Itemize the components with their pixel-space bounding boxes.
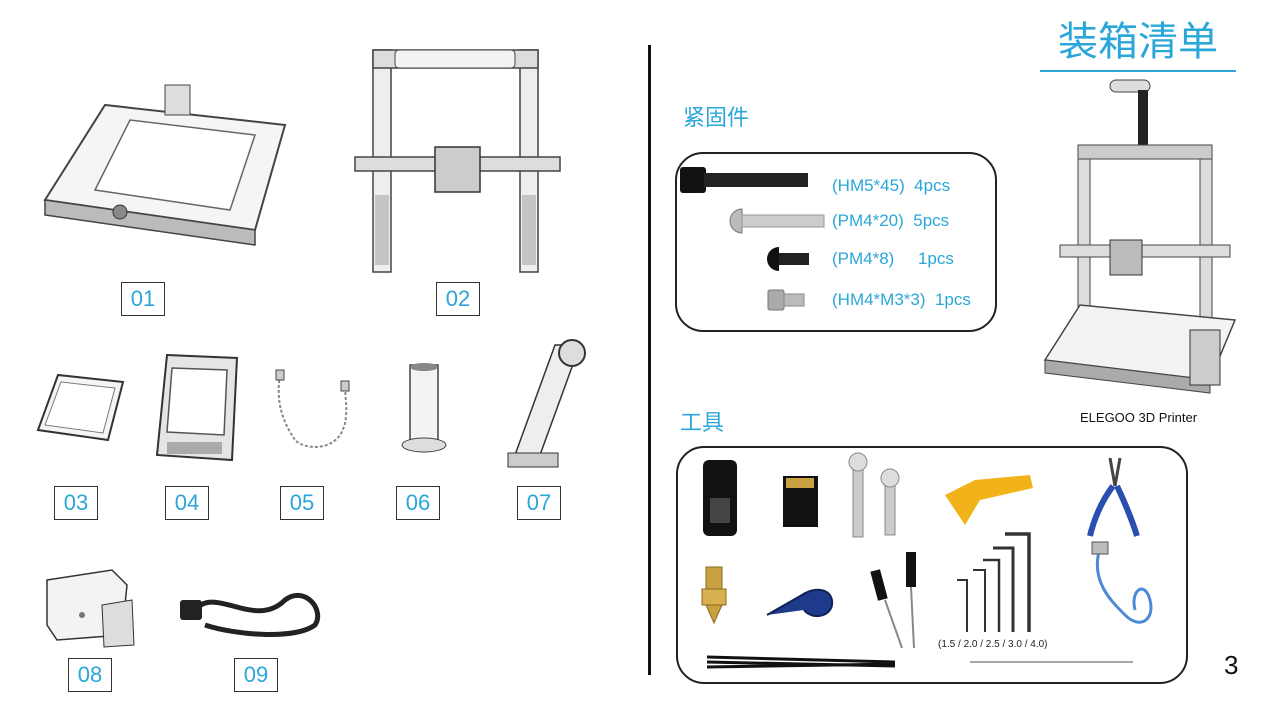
needle-icon xyxy=(970,661,1133,663)
tools-heading: 工具 xyxy=(680,411,725,436)
spool-holder-tube-illustration xyxy=(401,363,447,453)
printer-illustration xyxy=(1043,79,1237,394)
screw-hm4m3x3-icon xyxy=(767,289,805,311)
power-cord-illustration xyxy=(180,592,321,637)
part-number-03: 03 xyxy=(54,486,98,520)
printer-label: ELEGOO 3D Printer xyxy=(1080,410,1198,425)
fastener-label-pm4x20: (PM4*20) 5pcs xyxy=(832,211,950,230)
touch-screen-illustration xyxy=(155,353,239,462)
fastener-label-hm5x45: (HM5*45) 4pcs xyxy=(832,176,951,195)
screwdriver-icon xyxy=(870,552,916,649)
tools-panel xyxy=(676,446,1188,684)
scraper-icon xyxy=(945,475,1033,525)
title-underline xyxy=(1040,70,1236,72)
spool-bracket-illustration xyxy=(507,339,586,468)
coiled-cable-illustration xyxy=(275,369,350,448)
screw-pm4x20-icon xyxy=(729,208,825,234)
screw-pm4x8-icon xyxy=(767,247,809,271)
card-reader-icon xyxy=(703,460,737,536)
allen-key-sizes: (1.5 / 2.0 / 2.5 / 3.0 / 4.0) xyxy=(938,639,1048,650)
part-number-06: 06 xyxy=(396,486,440,520)
cable-ties-icon xyxy=(706,655,896,669)
cable-clip-icon xyxy=(766,588,834,617)
page-divider xyxy=(648,45,651,675)
part-number-04: 04 xyxy=(165,486,209,520)
fastener-label-hm4m3x3: (HM4*M3*3) 1pcs xyxy=(832,290,971,309)
part-number-02: 02 xyxy=(436,282,480,316)
part-number-07: 07 xyxy=(517,486,561,520)
wrench-icon xyxy=(848,452,900,538)
sd-card-icon xyxy=(783,476,818,527)
page-number: 3 xyxy=(1224,650,1239,680)
page-title: 装箱清单 xyxy=(1058,19,1218,65)
allen-key-set-icon xyxy=(957,532,1031,632)
printer-base-illustration xyxy=(43,84,287,246)
filament-sensor-illustration xyxy=(46,569,135,648)
part-number-09: 09 xyxy=(234,658,278,692)
part-number-05: 05 xyxy=(280,486,324,520)
nozzle-icon xyxy=(701,566,727,625)
fastener-label-pm4x8: (PM4*8) 1pcs xyxy=(832,249,954,268)
usb-cable-icon xyxy=(1091,541,1153,624)
part-number-08: 08 xyxy=(68,658,112,692)
build-plate-illustration xyxy=(36,373,125,442)
screw-hm5x45-icon xyxy=(680,167,808,193)
flush-cutter-icon xyxy=(1087,457,1140,537)
gantry-frame-illustration xyxy=(354,49,561,273)
part-number-01: 01 xyxy=(121,282,165,316)
fasteners-heading: 紧固件 xyxy=(683,106,750,131)
